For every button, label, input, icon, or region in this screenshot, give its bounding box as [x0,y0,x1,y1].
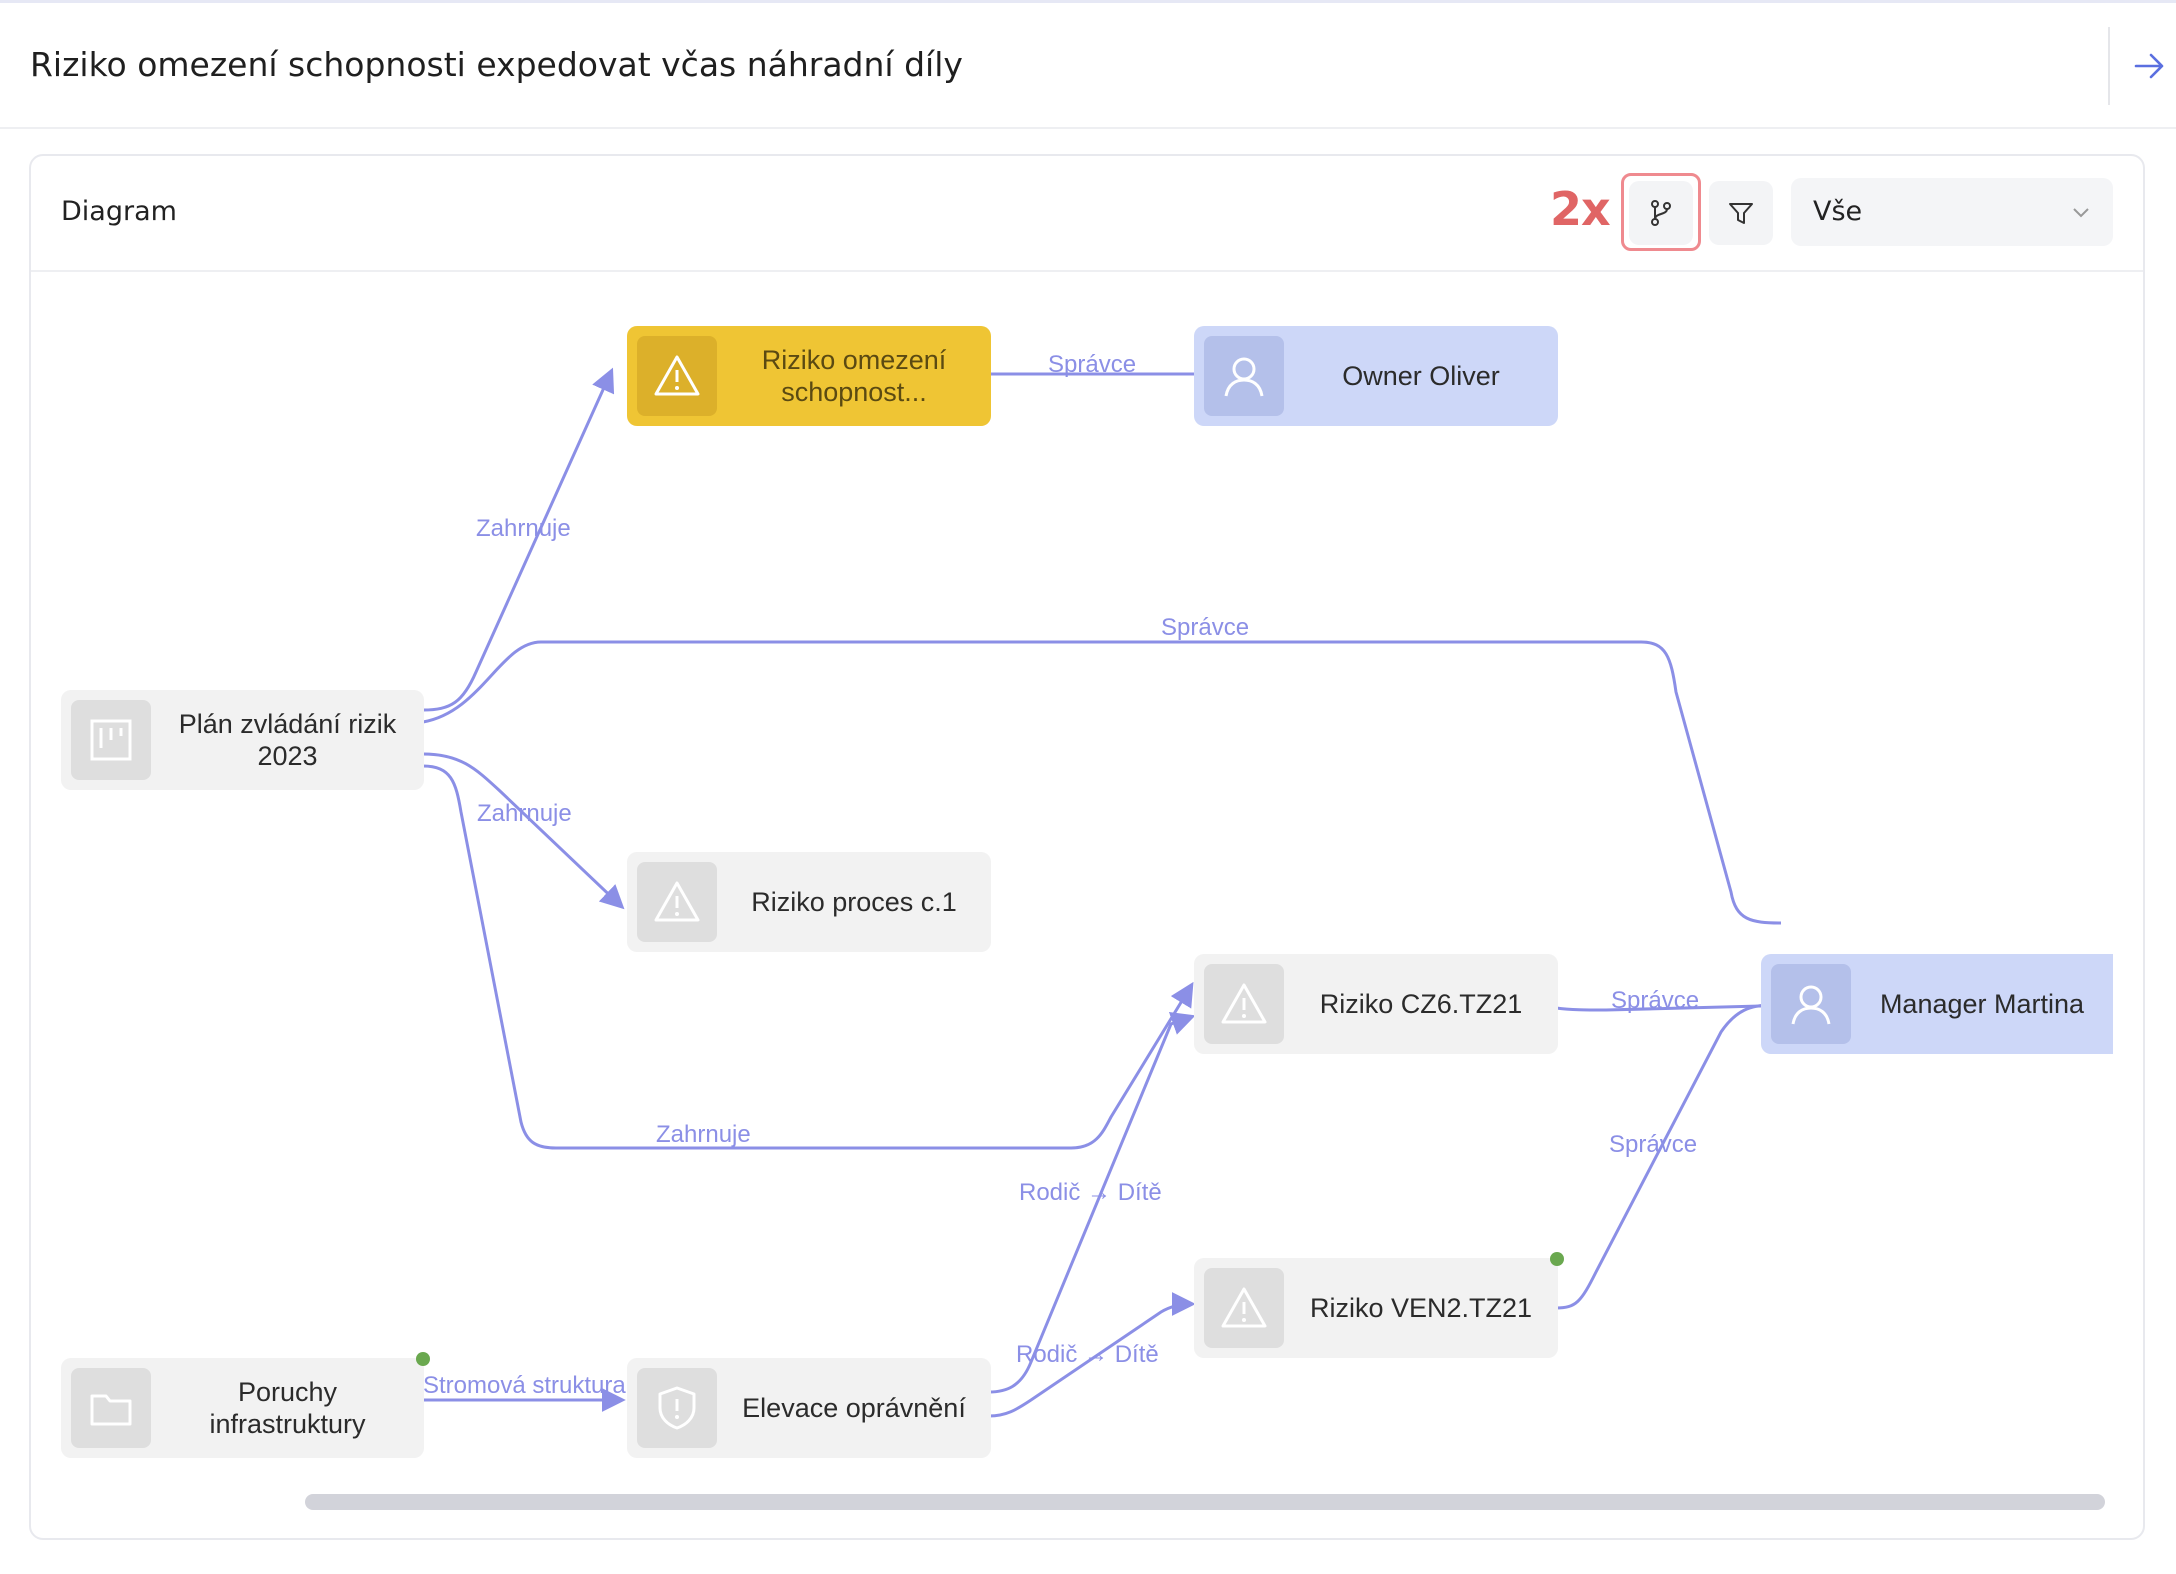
node-plan[interactable]: Plán zvládání rizik 2023 [61,690,424,790]
warning-icon [1204,964,1284,1044]
chevron-down-icon [2073,208,2089,218]
node-label: Elevace oprávnění [742,1393,966,1423]
node-risk-ven2[interactable]: Riziko VEN2.TZ21 [1194,1258,1558,1358]
status-dot [416,1352,430,1366]
status-dot [1550,1252,1564,1266]
edge-ven2-manager [1555,1003,1772,1310]
user-icon [1771,964,1851,1044]
node-poruchy[interactable]: Poruchy infrastruktury [61,1358,424,1458]
diagram-edges: Správce Zahrnuje Správce Zahrnuje Správc… [422,351,1782,1418]
edge-elevace-ven2 [988,1292,1196,1418]
git-branch-icon [1651,200,1671,226]
page-header: Riziko omezení schopnosti expedovat včas… [0,3,2176,129]
edge-plan-risk-main [422,367,615,712]
node-risk-proc[interactable]: Riziko proces c.1 [627,852,991,952]
header-divider [2108,27,2110,105]
page-title: Riziko omezení schopnosti expedovat včas… [30,45,963,84]
edge-label-rodic-1: Rodič → Dítě [1019,1179,1162,1206]
annotation-2x: 2x [1550,182,1611,236]
node-label: Riziko omezení schopnost... [761,345,947,407]
top-accent-line [0,0,2176,3]
board-icon [71,700,151,780]
user-icon [1204,336,1284,416]
edge-plan-manager [422,640,1782,925]
edge-label-spravce-4: Správce [1609,1131,1697,1158]
node-label: Plán zvládání rizik 2023 [178,709,397,771]
edge-plan-risk-proc [422,752,625,910]
node-risk-cz6[interactable]: Riziko CZ6.TZ21 [1194,954,1558,1054]
warning-icon [637,862,717,942]
filter-button[interactable] [1709,181,1773,245]
warning-icon [1204,1268,1284,1348]
edge-plan-risk-cz6 [422,764,1194,1150]
diagram-canvas[interactable]: Správce Zahrnuje Správce Zahrnuje Správc… [31,272,2143,1536]
arrow-right-icon[interactable] [2132,49,2166,83]
scope-select-value: Vše [1813,196,1863,227]
annotation-highlight-box [1621,173,1701,251]
edge-label-spravce-2: Správce [1161,614,1249,641]
edge-cz6-manager [1555,1003,1772,1012]
diagram-title: Diagram [61,196,177,227]
edge-label-spravce-3: Správce [1611,987,1699,1014]
edge-label-rodic-2: Rodič → Dítě [1016,1341,1159,1368]
layout-branch-button[interactable] [1629,181,1693,245]
warning-icon [637,336,717,416]
node-label: Owner Oliver [1342,361,1500,391]
node-risk-main[interactable]: Riziko omezení schopnost... [627,326,991,426]
node-elevace[interactable]: Elevace oprávnění [627,1358,991,1458]
shield-icon [637,1368,717,1448]
node-manager-martina[interactable]: Manager Martina [1761,954,2113,1054]
edge-label-spravce-1: Správce [1048,351,1136,378]
edge-elevace-cz6 [988,1012,1196,1394]
edge-label-zahrnuje-1: Zahrnuje [476,515,571,542]
filter-icon [1729,203,1753,224]
diagram-card-header: Diagram 2x Vše [31,156,2143,272]
folder-icon [71,1368,151,1448]
scope-select[interactable]: Vše [1791,178,2113,246]
edge-label-zahrnuje-2: Zahrnuje [477,800,572,827]
horizontal-scrollbar[interactable] [305,1494,2105,1510]
node-label: Riziko CZ6.TZ21 [1319,989,1523,1019]
diagram-card: Diagram 2x Vše [29,154,2145,1540]
edge-label-stromova: Stromová struktura [423,1372,626,1399]
node-owner-oliver[interactable]: Owner Oliver [1194,326,1558,426]
node-label: Riziko proces c.1 [751,887,957,917]
node-label: Riziko VEN2.TZ21 [1309,1293,1533,1323]
node-label: Manager Martina [1879,989,2085,1019]
edge-label-zahrnuje-3: Zahrnuje [656,1121,751,1148]
node-label: Poruchy infrastruktury [209,1377,366,1439]
